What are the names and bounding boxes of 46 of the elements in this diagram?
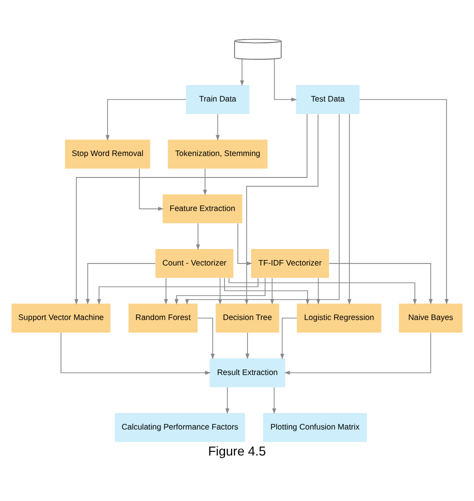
caption: Figure 4.5 xyxy=(208,442,266,458)
node-box: Random Forest xyxy=(128,303,198,332)
arrow xyxy=(240,58,244,86)
node-box: Tokenization, Stemming xyxy=(168,139,268,168)
node-box: Decision Tree xyxy=(216,303,280,332)
arrow xyxy=(164,277,168,304)
arrow xyxy=(203,168,208,195)
node-box: Result Extraction xyxy=(210,358,286,387)
arrow xyxy=(185,113,340,304)
arrow xyxy=(218,277,222,304)
node-box: Feature Extraction xyxy=(162,194,242,223)
arrow xyxy=(245,332,250,359)
node-box: TF-IDF Vectorizer xyxy=(251,248,330,278)
arrow xyxy=(86,262,156,304)
node-box: Naive Bayes xyxy=(398,303,462,332)
arrow xyxy=(347,113,352,304)
arrow xyxy=(284,332,432,374)
arrow xyxy=(316,277,320,304)
node-box: Plotting Confusion Matrix xyxy=(263,412,367,442)
arrow xyxy=(196,222,200,250)
node-box: Logistic Regression xyxy=(296,303,382,332)
arrow xyxy=(225,386,230,414)
arrow xyxy=(74,113,308,304)
arrow xyxy=(60,332,211,374)
node-box: Train Data xyxy=(186,84,250,114)
arrow xyxy=(216,113,220,140)
arrow xyxy=(228,277,417,304)
arrow xyxy=(237,222,252,265)
arrow xyxy=(97,277,258,304)
arrow xyxy=(244,113,318,304)
arrow xyxy=(270,277,274,304)
node-box: Count - Vectorizer xyxy=(155,248,234,278)
arrow xyxy=(280,317,298,359)
arrow xyxy=(224,277,310,304)
arrow xyxy=(197,317,215,359)
arrow xyxy=(274,58,298,101)
node-box: Test Data xyxy=(296,84,360,114)
arrow xyxy=(328,262,433,304)
arrow xyxy=(106,98,186,140)
arrow xyxy=(174,277,266,304)
node-box: Support Vector Machine xyxy=(12,303,110,332)
arrow xyxy=(138,168,164,210)
node-box: Stop Word Removal xyxy=(65,139,150,168)
node-box: Calculating Performance Factors xyxy=(114,412,246,442)
arrow xyxy=(272,386,276,414)
arrow xyxy=(359,98,449,304)
